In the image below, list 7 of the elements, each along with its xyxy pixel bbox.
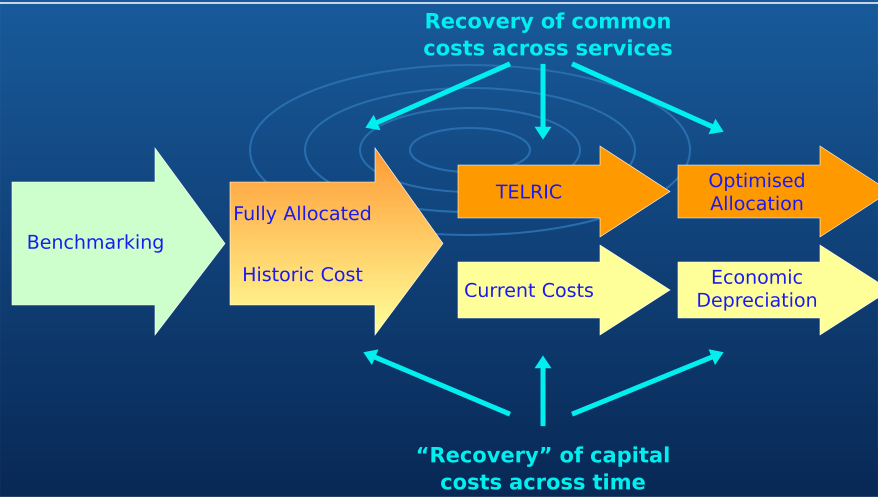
- step-box: Economic Depreciation: [678, 244, 878, 336]
- step-box: TELRIC: [458, 145, 671, 238]
- heading-text: “Recovery” of capital costs across time: [418, 446, 669, 490]
- step-box: Current Costs: [458, 244, 671, 336]
- step-box: Benchmarking: [12, 147, 226, 336]
- heading-text: Recovery of common costs across services: [424, 12, 672, 56]
- step-box: Optimised Allocation: [678, 145, 878, 238]
